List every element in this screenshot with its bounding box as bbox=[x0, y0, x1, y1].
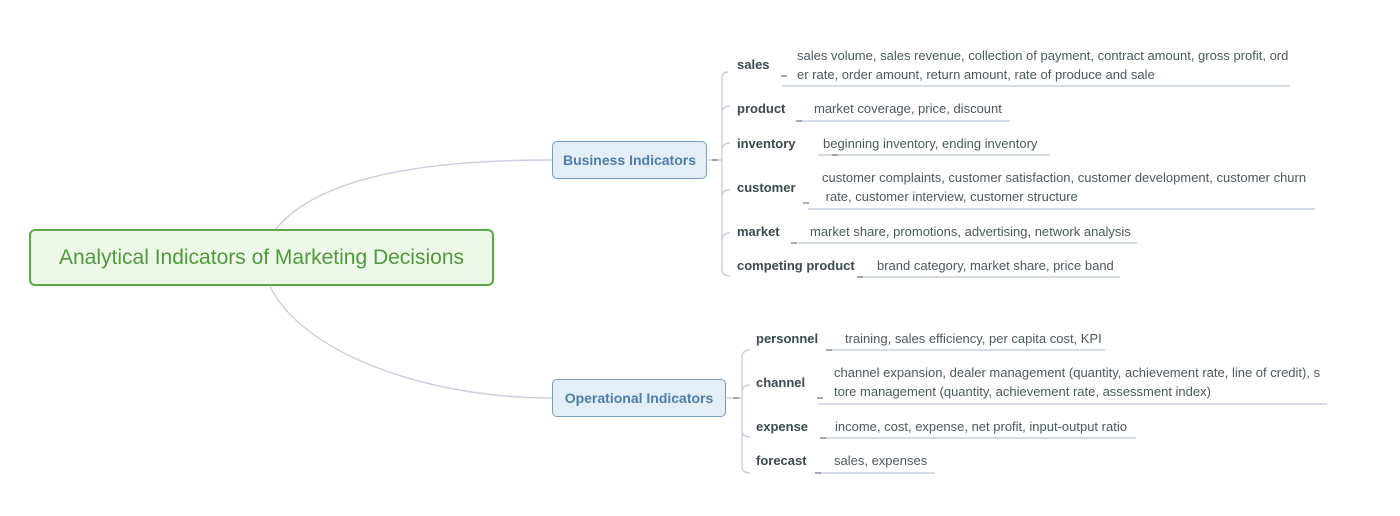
node-label: Operational Indicators bbox=[564, 390, 714, 406]
node-business-indicators[interactable]: Business Indicators bbox=[552, 141, 707, 179]
category-inventory[interactable]: inventory bbox=[737, 136, 796, 151]
category-expense[interactable]: expense bbox=[756, 419, 809, 434]
leaf-personnel[interactable]: training, sales efficiency, per capita c… bbox=[845, 329, 1102, 348]
leaf-line: customer complaints, customer satisfacti… bbox=[822, 170, 1307, 185]
leaf-inventory[interactable]: beginning inventory, ending inventory bbox=[823, 134, 1037, 153]
category-product[interactable]: product bbox=[737, 101, 786, 116]
category-sales[interactable]: sales bbox=[737, 57, 770, 72]
category-market[interactable]: market bbox=[737, 224, 780, 239]
node-operational-indicators[interactable]: Operational Indicators bbox=[552, 379, 726, 417]
leaf-line: sales, expenses bbox=[834, 453, 928, 468]
leaf-channel[interactable]: channel expansion, dealer management (qu… bbox=[834, 363, 1320, 401]
root-node[interactable]: Analytical Indicators of Marketing Decis… bbox=[29, 229, 494, 286]
category-forecast[interactable]: forecast bbox=[756, 453, 807, 468]
leaf-sales[interactable]: sales volume, sales revenue, collection … bbox=[797, 46, 1288, 84]
leaf-line: tore management (quantity, achievement r… bbox=[834, 384, 1211, 399]
node-label: Business Indicators bbox=[562, 152, 697, 168]
leaf-expense[interactable]: income, cost, expense, net profit, input… bbox=[835, 417, 1127, 436]
leaf-line: beginning inventory, ending inventory bbox=[823, 136, 1038, 151]
leaf-competing-product[interactable]: brand category, market share, price band bbox=[877, 256, 1114, 275]
leaf-market[interactable]: market share, promotions, advertising, n… bbox=[810, 222, 1131, 241]
root-label: Analytical Indicators of Marketing Decis… bbox=[58, 245, 464, 269]
leaf-line: brand category, market share, price band bbox=[877, 258, 1114, 273]
category-competing-product[interactable]: competing product bbox=[737, 258, 855, 273]
leaf-forecast[interactable]: sales, expenses bbox=[834, 451, 927, 470]
category-channel[interactable]: channel bbox=[756, 375, 806, 390]
leaf-line: market share, promotions, advertising, n… bbox=[810, 224, 1131, 239]
category-personnel[interactable]: personnel bbox=[756, 331, 819, 346]
connector-root-business bbox=[275, 159, 553, 230]
leaf-line: income, cost, expense, net profit, input… bbox=[835, 419, 1127, 434]
leaf-line: training, sales efficiency, per capita c… bbox=[845, 331, 1102, 346]
leaf-line: market coverage, price, discount bbox=[814, 101, 1002, 116]
category-customer[interactable]: customer bbox=[737, 180, 796, 195]
leaf-line: channel expansion, dealer management (qu… bbox=[834, 365, 1321, 380]
leaf-customer[interactable]: customer complaints, customer satisfacti… bbox=[822, 168, 1306, 206]
leaf-line: rate, customer interview, customer struc… bbox=[822, 189, 1078, 204]
leaf-product[interactable]: market coverage, price, discount bbox=[814, 99, 1002, 118]
leaf-line: er rate, order amount, return amount, ra… bbox=[797, 67, 1155, 82]
connector-root-operational bbox=[269, 285, 553, 399]
leaf-line: sales volume, sales revenue, collection … bbox=[797, 48, 1289, 63]
